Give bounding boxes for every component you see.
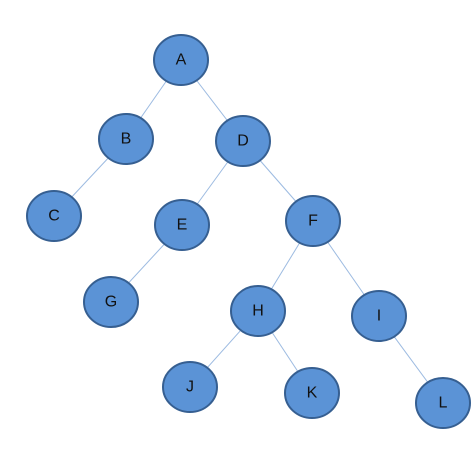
node-a: A <box>153 34 209 86</box>
node-f: F <box>285 195 341 247</box>
node-k: K <box>284 367 340 419</box>
node-b: B <box>98 113 154 165</box>
node-circle <box>285 195 341 247</box>
node-circle <box>284 367 340 419</box>
node-j: J <box>162 361 218 413</box>
node-circle <box>415 377 471 429</box>
node-g: G <box>83 276 139 328</box>
node-label: I <box>377 308 381 325</box>
node-circle <box>215 115 271 167</box>
node-label: F <box>308 213 318 230</box>
node-e: E <box>154 199 210 251</box>
node-circle <box>230 285 286 337</box>
node-label: A <box>176 52 187 69</box>
node-label: H <box>252 303 264 320</box>
node-label: D <box>237 133 249 150</box>
node-label: J <box>186 379 194 396</box>
node-h: H <box>230 285 286 337</box>
node-label: L <box>439 395 448 412</box>
node-circle <box>154 199 210 251</box>
node-label: G <box>105 294 117 311</box>
node-label: E <box>177 217 188 234</box>
node-circle <box>83 276 139 328</box>
node-circle <box>26 190 82 242</box>
node-c: C <box>26 190 82 242</box>
node-i: I <box>351 290 407 342</box>
node-label: C <box>48 208 60 225</box>
tree-edges <box>53 59 444 404</box>
node-l: L <box>415 377 471 429</box>
tree-nodes: A B D C E F G H I J K L <box>26 34 471 429</box>
node-circle <box>98 113 154 165</box>
node-circle <box>153 34 209 86</box>
node-circle <box>162 361 218 413</box>
node-circle <box>351 290 407 342</box>
node-label: K <box>307 385 318 402</box>
node-label: B <box>121 131 132 148</box>
node-d: D <box>215 115 271 167</box>
